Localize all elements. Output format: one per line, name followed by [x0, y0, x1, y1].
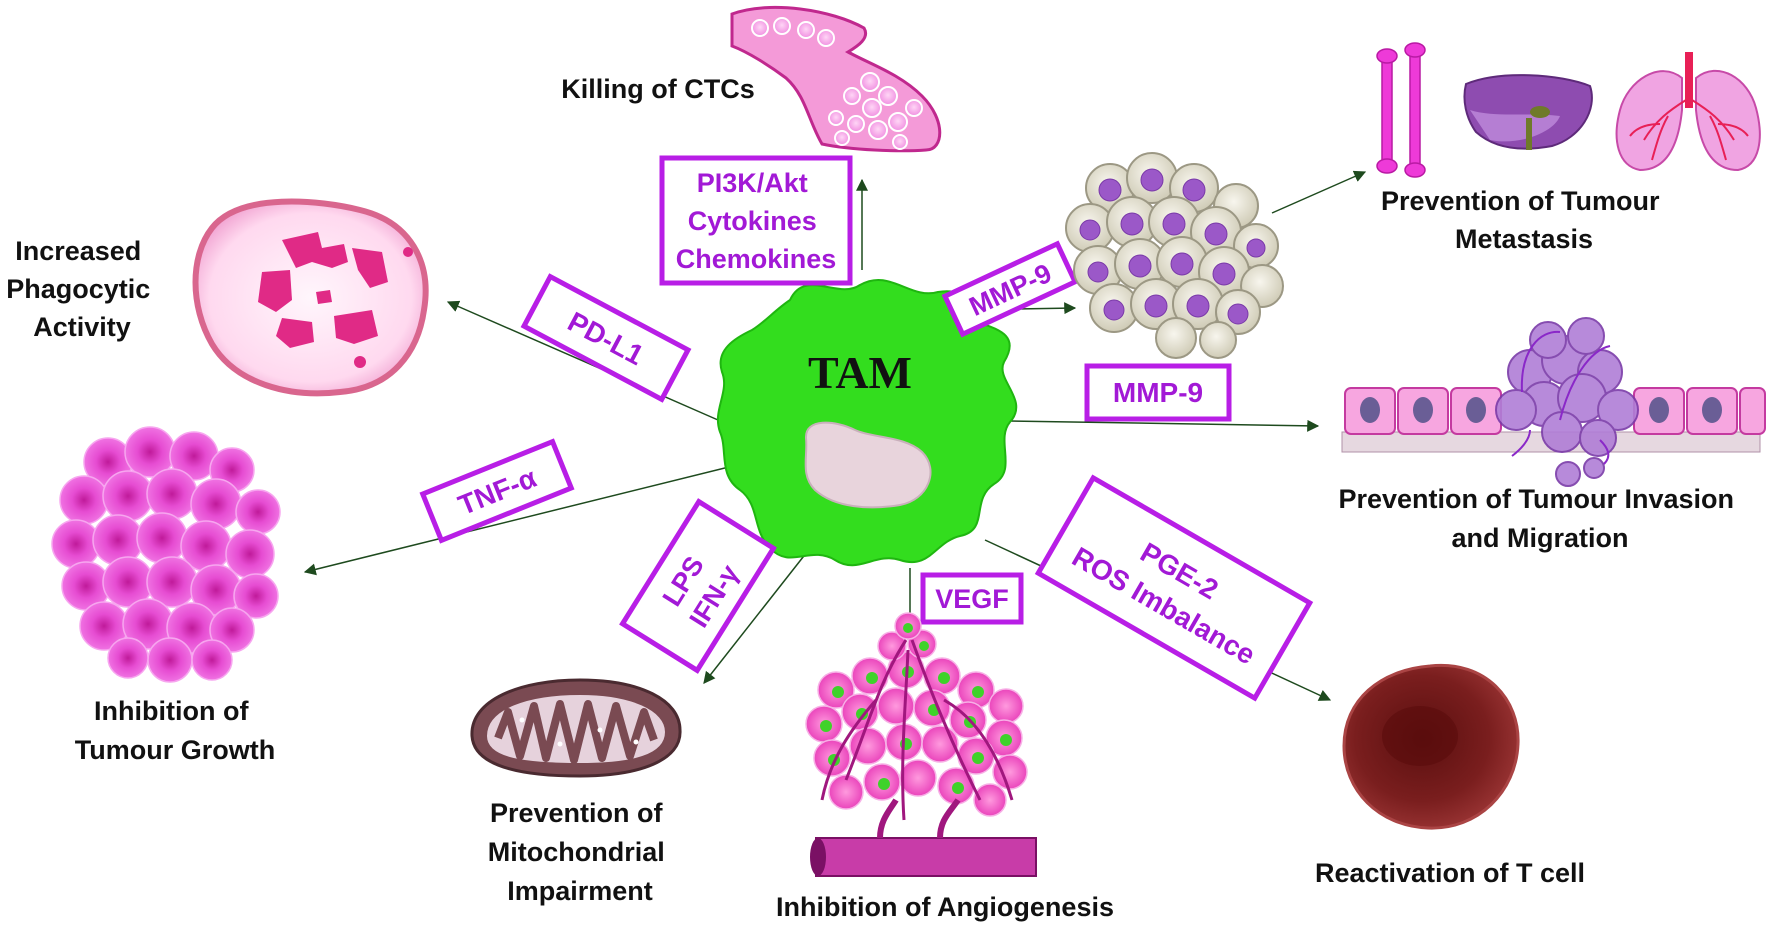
label-phagocytic-line2: Phagocytic	[6, 274, 150, 304]
svg-text:Prevention of Tumour Invasion: Prevention of Tumour Invasion and Migrat…	[1338, 484, 1741, 553]
tumour-cell-cluster-icon	[51, 426, 281, 683]
label-mitochondrial-line2: Mitochondrial	[488, 837, 665, 867]
svg-text:Prevention of Mitochondria: Prevention of Mitochondrial Impairment	[488, 798, 673, 906]
label-mitochondrial-line3: Impairment	[507, 876, 653, 906]
box-tnf: TNF-α	[419, 438, 575, 544]
label-t-cell: Reactivation of T cell	[1315, 858, 1585, 888]
invading-tumour-epithelium-icon	[1341, 317, 1766, 487]
box-mmp9-right-label: MMP-9	[1113, 377, 1203, 408]
liver-icon	[1463, 74, 1593, 150]
svg-text:Prevention of Tumour Metas: Prevention of Tumour Metastasis	[1381, 186, 1667, 254]
label-metastasis-line2: Metastasis	[1455, 224, 1593, 254]
label-angiogenesis: Inhibition of Angiogenesis	[776, 892, 1114, 922]
box-pdl1: PD-L1	[520, 273, 692, 403]
bone-icon	[1376, 42, 1426, 178]
svg-text:Killing of CTCs: Killing of CTCs	[561, 74, 754, 104]
arrow-to-growth	[303, 462, 746, 576]
tam-cell: TAM	[716, 279, 1018, 567]
box-pi3k: PI3K/Akt Cytokines Chemokines	[659, 155, 853, 286]
arrow-to-mitochondrion	[703, 551, 808, 684]
svg-text:Reactivation of T cell: Reactivation of T cell	[1315, 858, 1585, 888]
lungs-icon	[1615, 52, 1761, 172]
tam-nucleus	[804, 421, 932, 509]
box-vegf-label: VEGF	[935, 584, 1009, 614]
t-cell-icon	[1342, 663, 1520, 830]
box-pi3k-line1: PI3K/Akt	[697, 168, 808, 198]
arrow-to-metastasis	[1271, 170, 1367, 214]
box-pi3k-line3: Chemokines	[676, 244, 837, 274]
phagocyte-cell-icon	[192, 198, 429, 397]
cancer-cell-cluster-icon	[1065, 152, 1284, 359]
box-mmp9-right: MMP-9	[1084, 363, 1232, 422]
angiogenic-tumour-icon	[805, 612, 1037, 877]
label-tumour-growth-line2: Tumour Growth	[75, 735, 275, 765]
svg-text:Increased Phagocytic A: Increased Phagocytic Activity	[6, 236, 158, 342]
svg-text:Inhibition of Tumour Growt: Inhibition of Tumour Growth	[75, 696, 275, 765]
label-phagocytic-line1: Increased	[15, 236, 141, 266]
svg-text:PI3K/Akt Cytokines: PI3K/Akt Cytokines Chemokines	[676, 168, 837, 274]
box-pge: PGE-2 ROS Imbalance	[1034, 474, 1314, 702]
box-pi3k-line2: Cytokines	[688, 206, 817, 236]
blood-vessel-ctc-icon	[730, 5, 942, 153]
tam-label: TAM	[808, 347, 912, 398]
arrow-to-invasion	[1009, 419, 1320, 432]
mitochondrion-icon	[470, 678, 682, 778]
label-metastasis-line1: Prevention of Tumour	[1381, 186, 1660, 216]
label-mitochondrial-line1: Prevention of	[490, 798, 664, 828]
svg-text:Inhibition of Angiogenesis: Inhibition of Angiogenesis	[776, 892, 1114, 922]
label-invasion-line1: Prevention of Tumour Invasion	[1338, 484, 1734, 514]
label-tumour-growth-line1: Inhibition of	[94, 696, 249, 726]
label-killing-ctcs: Killing of CTCs	[561, 74, 754, 104]
label-phagocytic-line3: Activity	[33, 312, 131, 342]
box-vegf: VEGF	[920, 572, 1024, 625]
label-invasion-line2: and Migration	[1452, 523, 1629, 553]
box-mmp9-upper: MMP-9	[941, 240, 1079, 338]
box-lps: LPS IFN-γ	[619, 498, 777, 674]
arrow-to-phagocyte	[446, 300, 719, 421]
